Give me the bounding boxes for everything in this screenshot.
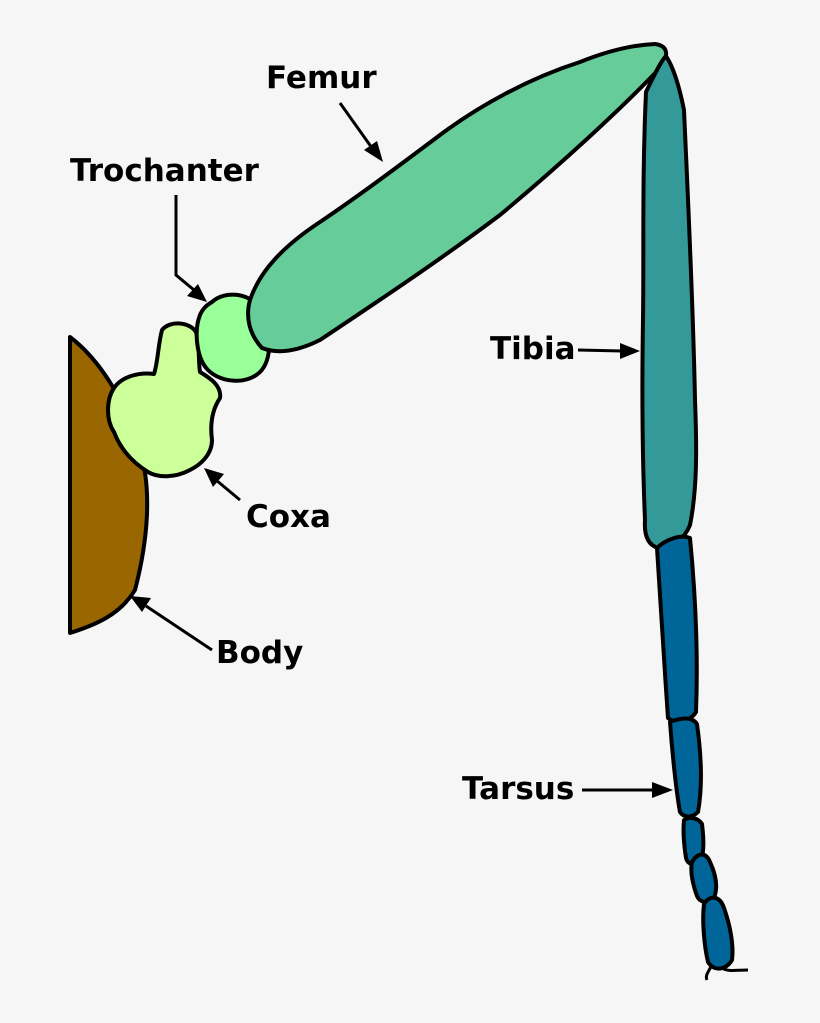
coxa-arrow-shaft xyxy=(215,478,241,502)
coxa-arrow-head xyxy=(204,468,224,487)
body-label: Body xyxy=(216,635,303,671)
tarsus-segment-1 xyxy=(655,534,699,724)
tarsus-label: Tarsus xyxy=(462,771,574,807)
tarsal-claw xyxy=(704,964,749,981)
coxa-shape xyxy=(106,321,223,479)
femur-shape xyxy=(246,42,669,354)
femur-arrow-head xyxy=(364,141,383,162)
tarsus-segment-5 xyxy=(701,895,735,971)
body-shape xyxy=(68,335,150,635)
tibia-shape xyxy=(640,54,699,550)
coxa-label: Coxa xyxy=(246,499,331,535)
trochanter-label: Trochanter xyxy=(70,153,260,189)
body-arrow-head xyxy=(130,596,151,612)
tibia-arrow-shaft xyxy=(577,348,623,353)
femur-label: Femur xyxy=(266,60,377,96)
body-arrow-shaft xyxy=(145,604,213,652)
trochanter-arrow-head xyxy=(187,284,207,302)
trochanter-arrow-shaft xyxy=(174,195,195,292)
tibia-label: Tibia xyxy=(490,331,576,367)
tarsus-segment-2 xyxy=(668,716,703,819)
tarsus-segment-4 xyxy=(689,852,719,904)
tarsus-arrow-head xyxy=(652,782,673,798)
tibia-arrow-head xyxy=(620,343,640,359)
femur-arrow-shaft xyxy=(338,102,374,149)
